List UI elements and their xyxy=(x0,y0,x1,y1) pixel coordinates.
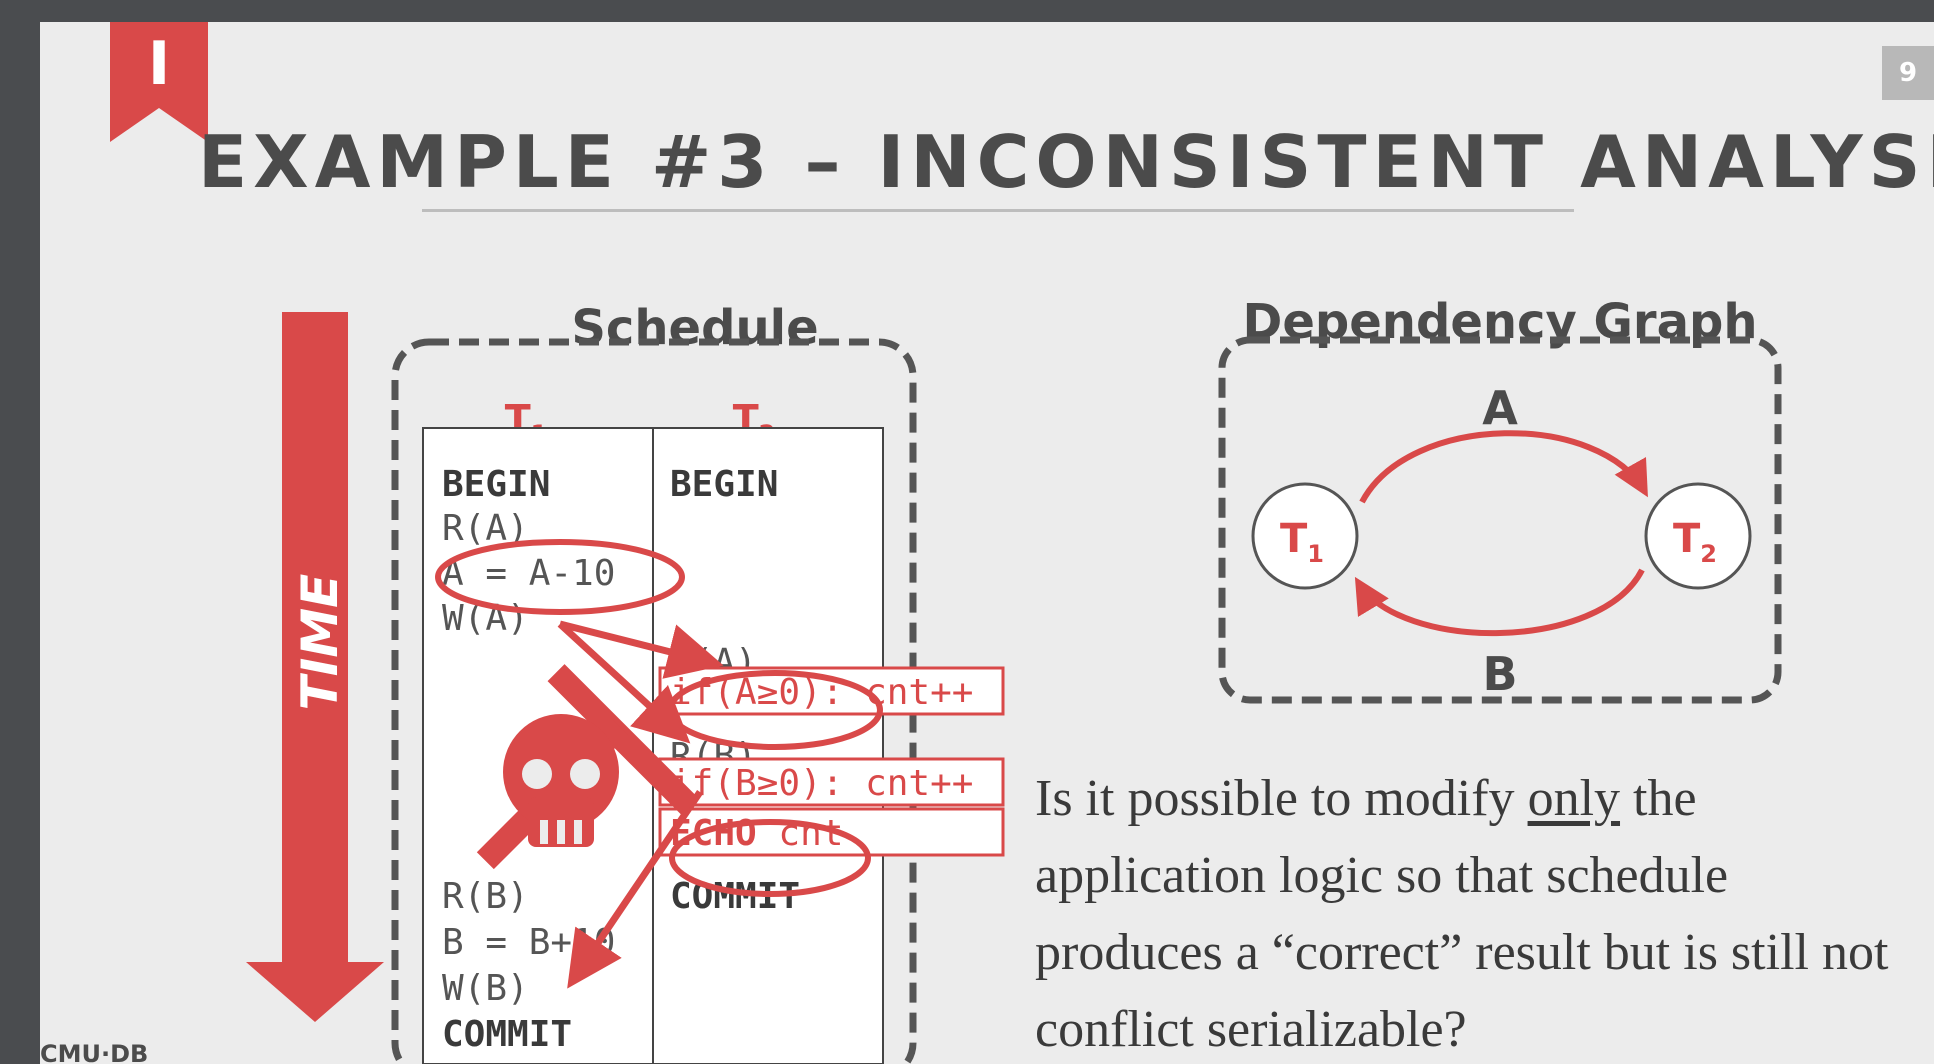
node-t1 xyxy=(1251,482,1359,590)
edge-b-label: B xyxy=(1482,647,1517,701)
cmu-db-logo: CMU·DB xyxy=(40,1040,149,1064)
ribbon-letter: I xyxy=(148,29,170,99)
t1-op-commit: COMMIT xyxy=(442,1014,572,1055)
slide-title: EXAMPLE #3 – INCONSISTENT ANALYSIS xyxy=(198,120,1934,204)
t2-op-echo: ECHO cnt xyxy=(670,813,843,854)
node-t1-label: T1 xyxy=(1280,516,1324,568)
graph-frame xyxy=(1218,336,1782,704)
edge-a-label: A xyxy=(1482,381,1518,435)
arrow-r-b-to-w-b xyxy=(567,790,703,989)
arrow-w-a-to-r-a xyxy=(559,620,724,679)
emphasis-only: only xyxy=(1527,770,1621,827)
t1-op-read-b: R(B) xyxy=(442,876,529,917)
bookmark-ribbon-icon: I xyxy=(110,22,208,142)
t1-op-write-b: W(B) xyxy=(442,968,529,1009)
t2-op-begin: BEGIN xyxy=(670,464,778,505)
node-t2 xyxy=(1644,482,1752,590)
edge-b-t2-to-t1 xyxy=(1354,568,1645,636)
slide: I 9 EXAMPLE #3 – INCONSISTENT ANALYSIS S… xyxy=(40,22,1934,1064)
skull-crossbones-icon xyxy=(476,664,699,870)
t2-op-check-b: if(B≥0): cnt++ xyxy=(670,763,973,804)
arrow-w-a-to-check-a xyxy=(557,621,691,744)
node-t2-label: T2 xyxy=(1673,516,1717,568)
highlight-ellipse-echo xyxy=(669,819,871,897)
title-divider xyxy=(422,209,1574,212)
page-number: 9 xyxy=(1882,46,1934,100)
highlight-ellipse-compute-a xyxy=(435,539,685,615)
time-arrow: TIME xyxy=(246,312,384,1022)
edge-a-t1-to-t2 xyxy=(1359,430,1648,504)
t1-op-begin: BEGIN xyxy=(442,464,550,505)
t1-op-compute-a: A = A-10 xyxy=(442,553,615,594)
question-text: Is it possible to modify only the applic… xyxy=(1035,770,1889,1058)
schedule-heading: Schedule xyxy=(571,300,819,356)
schedule-diagram: TIME T1 T2 BEGIN R(A) A = A-10 W(A) R(B)… xyxy=(246,312,1782,1064)
callout-check-b xyxy=(658,757,1005,807)
schedule-frame xyxy=(391,338,917,1064)
time-label: TIME xyxy=(291,574,349,711)
